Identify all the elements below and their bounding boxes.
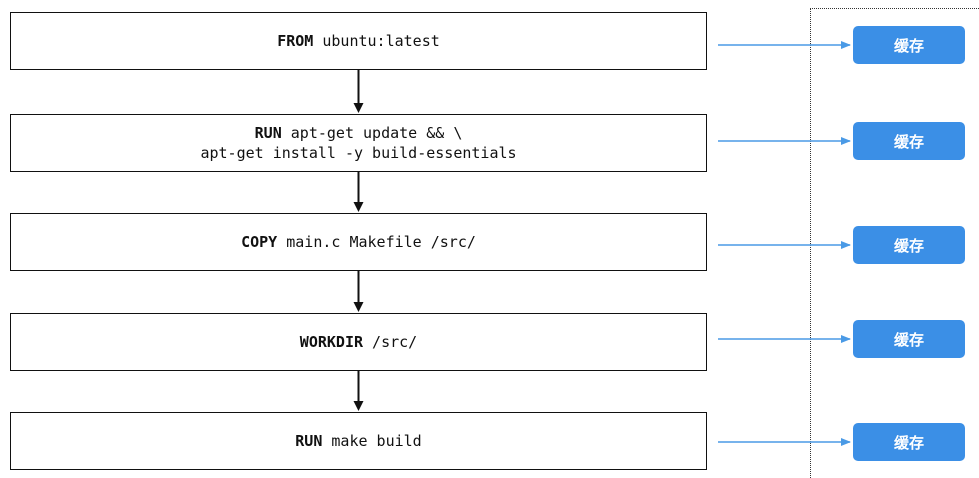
cache-badge: 缓存 — [853, 122, 965, 160]
step-run-make: RUN make build — [10, 412, 707, 470]
instruction-keyword: WORKDIR — [299, 333, 364, 351]
instruction-args: make build — [322, 432, 422, 450]
instruction-args: main.c Makefile /src/ — [277, 233, 476, 251]
step-line: RUN make build — [295, 431, 421, 451]
step-from: FROM ubuntu:latest — [10, 12, 707, 70]
step-line: RUN apt-get update && \ — [255, 123, 463, 143]
cache-badge: 缓存 — [853, 423, 965, 461]
cache-badge: 缓存 — [853, 226, 965, 264]
instruction-args: ubuntu:latest — [313, 32, 440, 50]
instruction-args: /src/ — [363, 333, 418, 351]
step-line: COPY main.c Makefile /src/ — [241, 232, 476, 252]
cache-badge: 缓存 — [853, 26, 965, 64]
instruction-args: apt-get install -y build-essentials — [200, 144, 517, 162]
step-line: WORKDIR /src/ — [300, 332, 417, 352]
step-line: apt-get install -y build-essentials — [200, 143, 516, 163]
instruction-args: apt-get update && \ — [281, 124, 463, 142]
step-workdir: WORKDIR /src/ — [10, 313, 707, 371]
instruction-keyword: COPY — [241, 233, 278, 251]
cache-badge: 缓存 — [853, 320, 965, 358]
step-copy: COPY main.c Makefile /src/ — [10, 213, 707, 271]
instruction-keyword: FROM — [277, 32, 314, 50]
instruction-keyword: RUN — [254, 124, 282, 142]
cache-region-boundary — [810, 8, 979, 478]
instruction-keyword: RUN — [295, 432, 323, 450]
step-run-apt: RUN apt-get update && \ apt-get install … — [10, 114, 707, 172]
step-line: FROM ubuntu:latest — [277, 31, 440, 51]
